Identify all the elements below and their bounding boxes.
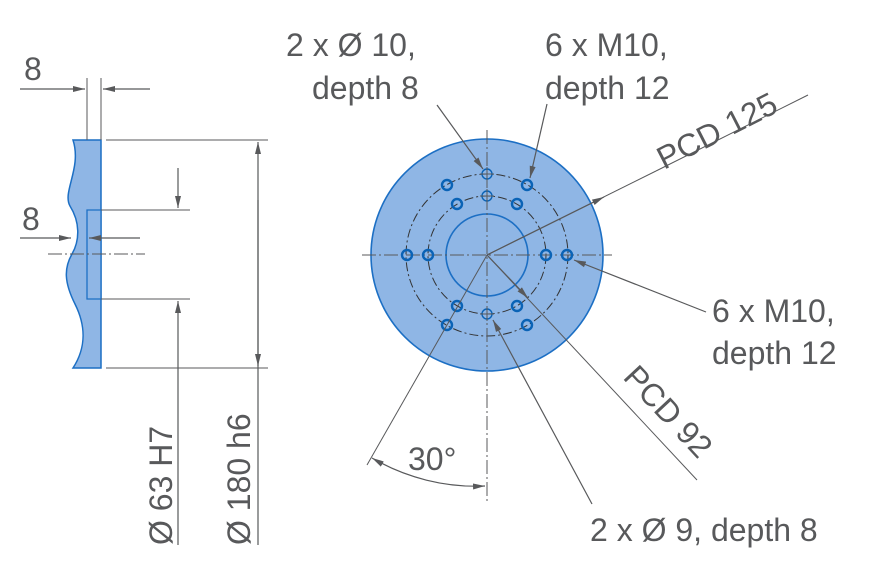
m10-right-label-line2: depth 12 — [712, 335, 837, 371]
m10-hole — [400, 248, 414, 262]
m10-hole-inner — [421, 248, 435, 262]
angle-label: 30° — [408, 441, 456, 477]
m10-hole-inner — [539, 248, 553, 262]
hole-10-label-line1: 2 x Ø 10, — [286, 27, 416, 63]
m10-top-label-line1: 6 x M10, — [545, 27, 668, 63]
side-view: 8 8 Ø 63 H7 Ø 180 h6 — [20, 51, 268, 545]
m10-hole — [560, 248, 574, 262]
outer-diameter-label: Ø 180 h6 — [221, 413, 257, 545]
m10-hole — [440, 318, 454, 332]
m10-right-label-line1: 6 x M10, — [712, 293, 835, 329]
m10-hole-inner — [510, 299, 524, 313]
m10-hole-inner — [450, 197, 464, 211]
hole-10-label-line2: depth 8 — [312, 70, 419, 106]
m10-hole — [520, 178, 534, 192]
front-view: PCD 125 PCD 92 2 x Ø 10, depth 8 6 x M10… — [286, 27, 837, 548]
side-thickness-label: 8 — [22, 201, 40, 237]
m10-hole-inner — [510, 197, 524, 211]
pcd-125-label: PCD 125 — [651, 85, 783, 176]
hole-9-label: 2 x Ø 9, depth 8 — [590, 512, 818, 548]
m10-hole — [440, 178, 454, 192]
m10-top-label-line2: depth 12 — [545, 70, 670, 106]
bore-diameter-label: Ø 63 H7 — [143, 426, 179, 545]
m10-hole — [520, 318, 534, 332]
m10-hole-inner — [450, 299, 464, 313]
top-thickness-label: 8 — [24, 51, 42, 87]
